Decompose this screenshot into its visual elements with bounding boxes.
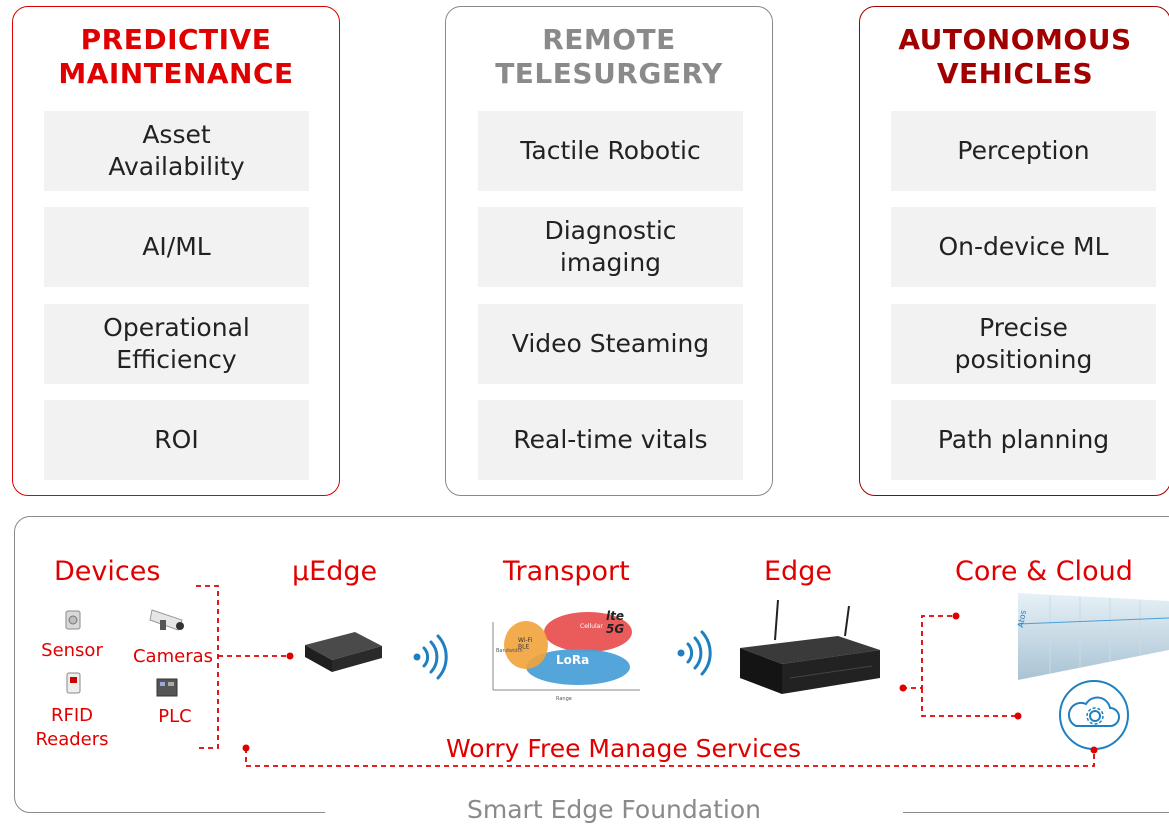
cloud-gear-icon bbox=[1059, 680, 1129, 750]
device-label-plc: PLC bbox=[158, 706, 192, 727]
panel-item: Video Steaming bbox=[478, 304, 743, 384]
transport-bubble-cellular: Cellular bbox=[580, 623, 603, 630]
wifi-signal-icon bbox=[677, 630, 712, 676]
panel-item: AI/ML bbox=[44, 207, 309, 287]
wifi-signal-icon bbox=[413, 634, 448, 680]
connector-dots bbox=[242, 612, 1098, 754]
transport-bubble-lora: LoRa bbox=[556, 653, 589, 667]
panel-item: Diagnostic imaging bbox=[478, 207, 743, 287]
column-microedge: μEdge bbox=[292, 556, 378, 587]
server-rack-icon: Atos bbox=[1016, 593, 1169, 680]
panel-item: On-device ML bbox=[891, 207, 1156, 287]
panel-item: Operational Efficiency bbox=[44, 304, 309, 384]
panel-title: AUTONOMOUS VEHICLES bbox=[898, 23, 1132, 90]
camera-icon bbox=[149, 609, 184, 631]
label-gap bbox=[325, 800, 903, 830]
panel-item: Tactile Robotic bbox=[478, 111, 743, 191]
transport-x-label: Range bbox=[556, 696, 572, 702]
panel-item: Perception bbox=[891, 111, 1156, 191]
device-label-rfid: RFID Readers bbox=[35, 705, 109, 750]
foundation-label: Smart Edge Foundation bbox=[467, 795, 761, 824]
panel-item: ROI bbox=[44, 400, 309, 480]
column-devices: Devices bbox=[54, 556, 161, 587]
panel-item: Asset Availability bbox=[44, 111, 309, 191]
dashed-connectors bbox=[196, 585, 1095, 767]
panel-autonomous-vehicles: AUTONOMOUS VEHICLES Perception On-device… bbox=[859, 6, 1169, 496]
rack-badge: Atos bbox=[1016, 609, 1028, 628]
column-transport: Transport bbox=[503, 556, 630, 587]
rfid-reader-icon bbox=[66, 672, 81, 694]
panel-item: Precise positioning bbox=[891, 304, 1156, 384]
edge-server-icon bbox=[740, 599, 880, 694]
panel-predictive-maintenance: PREDICTIVE MAINTENANCE Asset Availabilit… bbox=[12, 6, 340, 496]
sensor-icon bbox=[65, 610, 81, 630]
microedge-box-icon bbox=[305, 632, 382, 672]
device-label-cameras: Cameras bbox=[132, 646, 213, 667]
column-core-cloud: Core & Cloud bbox=[955, 556, 1133, 587]
worry-free-manage-services: Worry Free Manage Services bbox=[446, 734, 802, 763]
panel-title: PREDICTIVE MAINTENANCE bbox=[58, 23, 294, 90]
panel-remote-telesurgery: REMOTE TELESURGERY Tactile Robotic Diagn… bbox=[445, 6, 773, 496]
column-edge: Edge bbox=[764, 556, 832, 587]
panel-item: Real-time vitals bbox=[478, 400, 743, 480]
panel-title: REMOTE TELESURGERY bbox=[495, 23, 723, 90]
panel-item: Path planning bbox=[891, 400, 1156, 480]
plc-icon bbox=[156, 678, 178, 697]
device-label-sensors: Sensor s bbox=[41, 640, 103, 661]
transport-y-label: Bandwidth bbox=[496, 648, 523, 654]
